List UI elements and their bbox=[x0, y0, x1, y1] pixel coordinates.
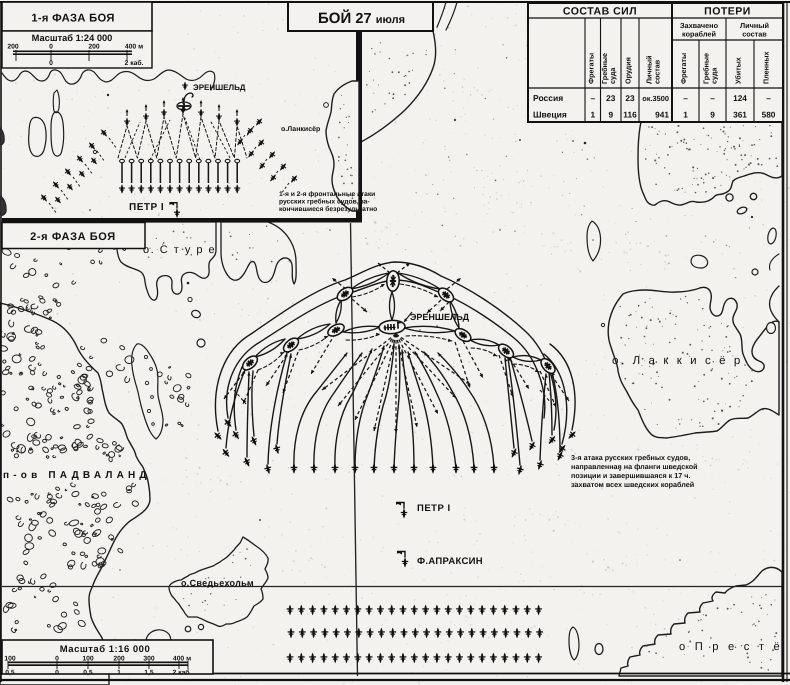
svg-text:200: 200 bbox=[88, 44, 100, 51]
svg-text:23: 23 bbox=[625, 93, 635, 103]
svg-text:Ф.АПРАКСИН: Ф.АПРАКСИН bbox=[417, 556, 483, 567]
svg-text:Россия: Россия bbox=[533, 93, 563, 103]
svg-text:400 м: 400 м bbox=[173, 656, 191, 663]
svg-text:–: – bbox=[710, 93, 715, 103]
svg-text:1: 1 bbox=[117, 670, 121, 677]
svg-text:о.Сведьехольм: о.Сведьехольм bbox=[181, 578, 254, 588]
svg-text:1-я и 2-я фронтальные атаки: 1-я и 2-я фронтальные атаки bbox=[279, 191, 375, 198]
svg-text:–: – bbox=[590, 93, 595, 103]
svg-text:ПЕТР I: ПЕТР I bbox=[417, 503, 451, 514]
svg-text:Гребные: Гребные bbox=[600, 53, 609, 84]
svg-text:Масштаб 1:16 000: Масштаб 1:16 000 bbox=[60, 644, 150, 655]
svg-text:позиции и завершившаяся к 17 ч: позиции и завершившаяся к 17 ч. bbox=[571, 471, 690, 480]
svg-text:9: 9 bbox=[710, 110, 715, 120]
svg-text:Швеция: Швеция bbox=[533, 110, 567, 120]
svg-text:1,5: 1,5 bbox=[144, 670, 154, 677]
svg-text:400 м: 400 м bbox=[125, 44, 143, 51]
svg-text:0,5: 0,5 bbox=[5, 670, 15, 677]
svg-text:кораблей: кораблей bbox=[682, 30, 716, 39]
svg-text:СОСТАВ СИЛ: СОСТАВ СИЛ bbox=[563, 6, 637, 18]
svg-text:0: 0 bbox=[55, 670, 59, 677]
svg-text:о. С т у р е: о. С т у р е bbox=[143, 244, 216, 256]
svg-text:русских гребных судов, за-: русских гребных судов, за- bbox=[279, 199, 370, 206]
svg-text:состав: состав bbox=[653, 59, 662, 84]
svg-text:Убитых: Убитых bbox=[734, 57, 743, 84]
svg-text:941: 941 bbox=[655, 110, 669, 120]
svg-text:ок.3500: ок.3500 bbox=[642, 94, 669, 103]
svg-text:200: 200 bbox=[7, 44, 19, 51]
svg-text:Захвачено: Захвачено bbox=[680, 21, 719, 30]
svg-text:1: 1 bbox=[590, 110, 595, 120]
svg-text:Масштаб 1:24 000: Масштаб 1:24 000 bbox=[32, 33, 113, 43]
svg-text:–: – bbox=[683, 93, 688, 103]
svg-text:0: 0 bbox=[49, 60, 53, 67]
svg-text:1-я ФАЗА БОЯ: 1-я ФАЗА БОЯ bbox=[31, 13, 114, 25]
svg-text:23: 23 bbox=[606, 93, 616, 103]
svg-text:116: 116 bbox=[623, 110, 637, 120]
svg-text:Пленных: Пленных bbox=[762, 52, 771, 84]
svg-text:300: 300 bbox=[143, 656, 155, 663]
svg-text:ПОТЕРИ: ПОТЕРИ bbox=[704, 6, 751, 18]
svg-text:суда: суда bbox=[608, 67, 617, 84]
svg-text:Гребные: Гребные bbox=[701, 53, 710, 84]
svg-text:9: 9 bbox=[608, 110, 613, 120]
svg-text:Фрегаты: Фрегаты bbox=[587, 53, 596, 84]
svg-text:Личный: Личный bbox=[740, 21, 769, 30]
svg-text:суда: суда bbox=[710, 67, 719, 84]
svg-text:ЭРЕНШЕЛЬД: ЭРЕНШЕЛЬД bbox=[193, 83, 246, 92]
svg-text:100: 100 bbox=[82, 656, 94, 663]
svg-text:124: 124 bbox=[733, 93, 747, 103]
svg-text:0,5: 0,5 bbox=[83, 670, 93, 677]
svg-text:направленная на фланги шведско: направленная на фланги шведской bbox=[571, 462, 698, 471]
svg-text:0: 0 bbox=[49, 44, 53, 51]
svg-text:580: 580 bbox=[762, 110, 776, 120]
svg-text:361: 361 bbox=[733, 110, 747, 120]
svg-text:2 каб.: 2 каб. bbox=[173, 670, 192, 677]
svg-text:1: 1 bbox=[683, 110, 688, 120]
svg-text:100: 100 bbox=[4, 656, 16, 663]
svg-text:Личный: Личный bbox=[644, 55, 653, 84]
svg-text:захватом всех шведских корабле: захватом всех шведских кораблей bbox=[571, 480, 694, 489]
svg-text:3-я атака русских гребных судо: 3-я атака русских гребных судов, bbox=[571, 453, 690, 462]
svg-text:–: – bbox=[766, 93, 771, 103]
svg-text:ПЕТР I: ПЕТР I bbox=[129, 202, 164, 213]
svg-text:Фрегаты: Фрегаты bbox=[679, 53, 688, 84]
svg-text:2-я ФАЗА БОЯ: 2-я ФАЗА БОЯ bbox=[30, 231, 116, 243]
svg-text:о.Ланкисёр: о.Ланкисёр bbox=[281, 126, 320, 133]
svg-text:0: 0 bbox=[55, 656, 59, 663]
svg-text:200: 200 bbox=[113, 656, 125, 663]
svg-text:ЭРЕНШЕЛЬД: ЭРЕНШЕЛЬД bbox=[410, 312, 470, 322]
svg-text:2 каб.: 2 каб. bbox=[125, 60, 144, 67]
svg-text:кончившиеся безрезультатно: кончившиеся безрезультатно bbox=[279, 206, 377, 213]
svg-text:п-ов ПАДВАЛАНД: п-ов ПАДВАЛАНД bbox=[3, 470, 151, 481]
svg-text:Орудия: Орудия bbox=[624, 57, 633, 84]
svg-text:о П р е с т ё: о П р е с т ё bbox=[679, 641, 783, 653]
svg-text:о. Л а к к и с ё р: о. Л а к к и с ё р bbox=[612, 355, 743, 367]
svg-text:состав: состав bbox=[742, 30, 767, 39]
svg-text:БОЙ 27 июля: БОЙ 27 июля bbox=[318, 9, 405, 27]
